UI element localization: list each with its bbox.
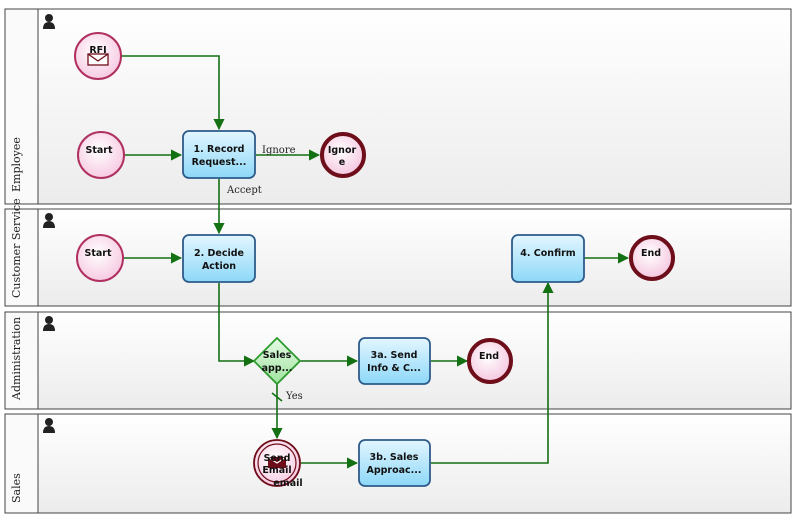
- task-sales-approach-line1: 3b. Sales: [370, 452, 419, 463]
- start-event-employee[interactable]: Start: [77, 131, 125, 179]
- edge-sales-approach-to-confirm[interactable]: [431, 281, 554, 464]
- lane-title-sales: Sales: [10, 473, 23, 503]
- send-email-event[interactable]: Send Email email: [253, 439, 303, 489]
- task-send-info[interactable]: 3a. Send Info & C...: [358, 337, 431, 385]
- lane-title-employee: Employee: [10, 137, 23, 192]
- edge-label-yes: Yes: [285, 391, 303, 402]
- send-email-line1: Send: [264, 453, 291, 464]
- task-sales-approach[interactable]: 3b. Sales Approac...: [358, 439, 431, 487]
- envelope-icon: [267, 456, 287, 468]
- end-label: End: [641, 248, 661, 259]
- person-icon: [43, 213, 55, 228]
- task-send-info-line1: 3a. Send: [371, 350, 418, 361]
- rfi-message-start-event[interactable]: RFI: [74, 32, 122, 80]
- lane-title-administration: Administration: [10, 317, 23, 401]
- end-event-customer-service[interactable]: End: [629, 235, 675, 281]
- ignore-line2: e: [339, 157, 345, 168]
- task-send-info-line2: Info & C...: [367, 363, 421, 374]
- default-flow-slash: [271, 392, 283, 402]
- end-label: End: [479, 351, 499, 362]
- lane-employee: Employee: [4, 8, 792, 205]
- task-confirm-label: 4. Confirm: [520, 248, 576, 259]
- start-label: Start: [85, 145, 112, 156]
- task-record-request-line1: 1. Record: [194, 144, 245, 155]
- person-icon: [43, 316, 55, 331]
- task-sales-approach-line2: Approac...: [366, 465, 421, 476]
- end-event-ignore[interactable]: Ignor e: [320, 132, 366, 178]
- rfi-label: RFI: [89, 45, 106, 56]
- edge-decide-to-gateway[interactable]: [218, 283, 256, 367]
- task-confirm[interactable]: 4. Confirm: [511, 234, 585, 283]
- person-icon: [43, 418, 55, 433]
- lane-title-customer-service: Customer Service: [10, 198, 23, 298]
- edge-label-ignore: Ignore: [262, 145, 296, 156]
- task-record-request[interactable]: 1. Record Request...: [182, 130, 256, 179]
- gateway-line2: app...: [262, 363, 293, 374]
- send-email-line2: Email: [262, 465, 291, 476]
- task-record-request-line2: Request...: [192, 157, 247, 168]
- task-decide-action-line1: 2. Decide: [194, 248, 244, 259]
- ignore-line1: Ignor: [328, 145, 357, 156]
- gateway-sales-approach[interactable]: Sales app...: [252, 336, 302, 386]
- start-event-customer-service[interactable]: Start: [76, 234, 124, 282]
- edge-rfi-to-record[interactable]: [121, 55, 225, 131]
- envelope-icon: [87, 53, 109, 66]
- edge-label-accept: Accept: [226, 185, 262, 196]
- edges: [121, 55, 630, 469]
- person-icon: [43, 14, 55, 29]
- task-decide-action[interactable]: 2. Decide Action: [182, 234, 256, 283]
- end-event-administration[interactable]: End: [467, 338, 513, 384]
- send-email-sub: email: [273, 478, 302, 489]
- gateway-line1: Sales: [263, 350, 292, 361]
- task-decide-action-line2: Action: [202, 261, 236, 272]
- start-label: Start: [84, 248, 111, 259]
